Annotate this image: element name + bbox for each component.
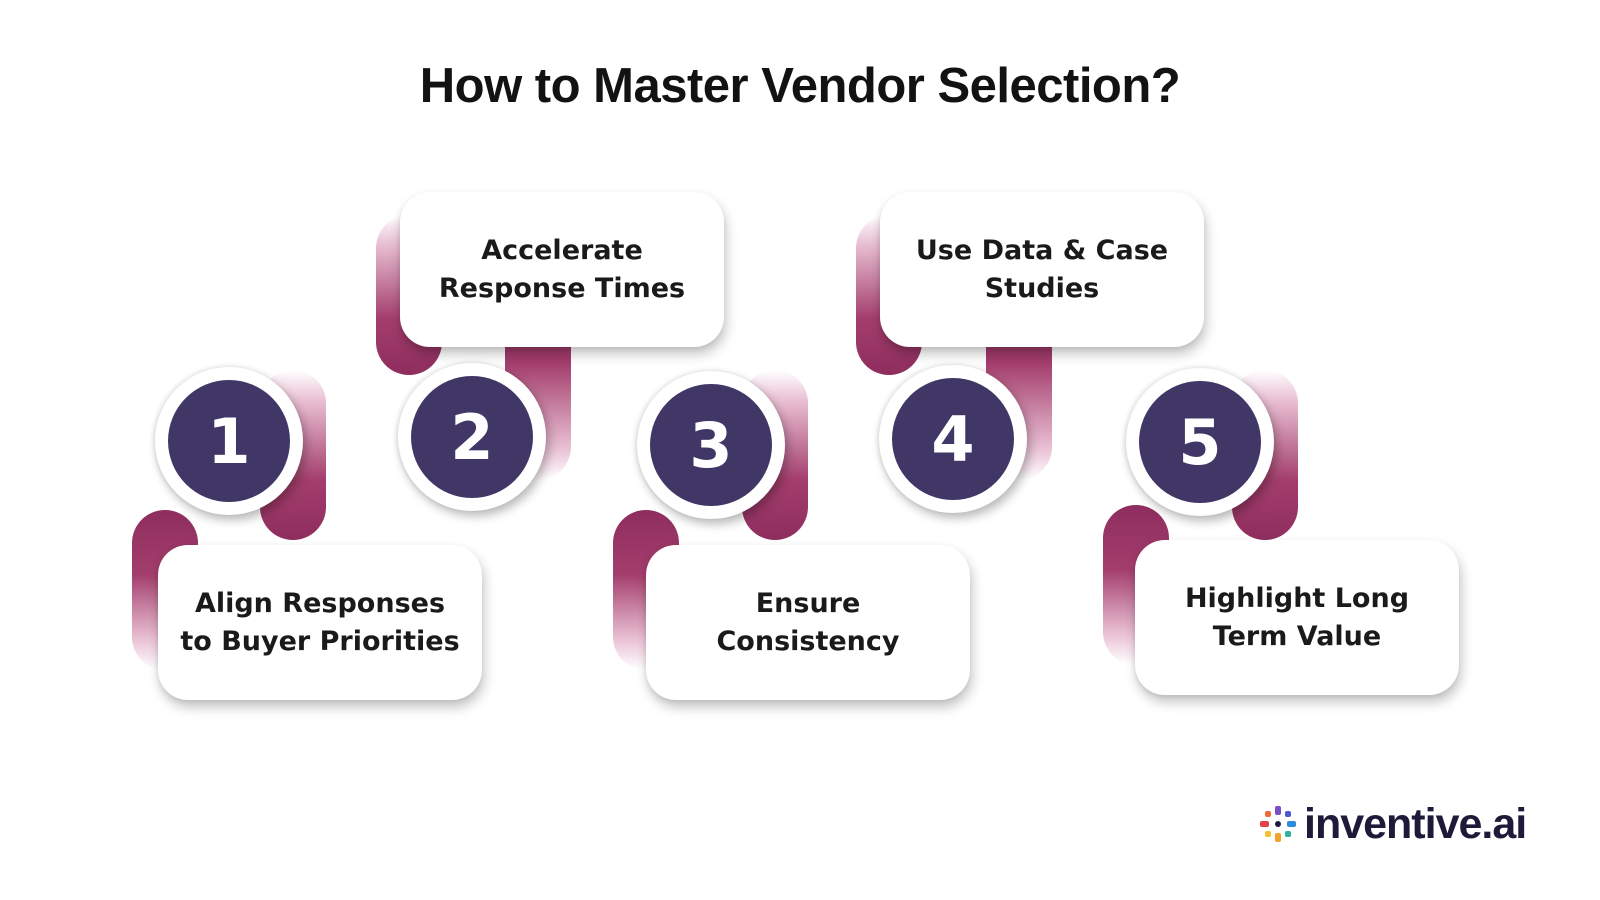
step-card-1: Align Responses to Buyer Priorities xyxy=(158,545,482,700)
step-number-4: 4 xyxy=(892,378,1014,500)
step-label-2: Accelerate Response Times xyxy=(438,234,686,304)
step-number-badge-3: 3 xyxy=(637,371,785,519)
page-title: How to Master Vendor Selection? xyxy=(419,59,1181,113)
step-number-3: 3 xyxy=(650,384,772,506)
step-label-3: Ensure Consistency xyxy=(716,587,900,657)
step-card-3: Ensure Consistency xyxy=(646,545,970,700)
step-number-5: 5 xyxy=(1139,381,1261,503)
brand-name: inventive.ai xyxy=(1304,799,1527,848)
step-number-badge-1: 1 xyxy=(155,367,303,515)
step-card-2: Accelerate Response Times xyxy=(400,192,724,347)
step-label-4: Use Data & Case Studies xyxy=(915,234,1169,304)
step-number-badge-2: 2 xyxy=(398,363,546,511)
pinwheel-icon xyxy=(1260,806,1296,842)
step-number-1: 1 xyxy=(168,380,290,502)
step-number-badge-4: 4 xyxy=(879,365,1027,513)
step-number-badge-5: 5 xyxy=(1126,368,1274,516)
step-label-1: Align Responses to Buyer Priorities xyxy=(180,587,460,657)
step-card-4: Use Data & Case Studies xyxy=(880,192,1204,347)
step-number-2: 2 xyxy=(411,376,533,498)
brand-logo: inventive.ai xyxy=(1258,796,1527,852)
step-label-5: Highlight Long Term Value xyxy=(1184,582,1410,652)
step-card-5: Highlight Long Term Value xyxy=(1135,540,1459,695)
